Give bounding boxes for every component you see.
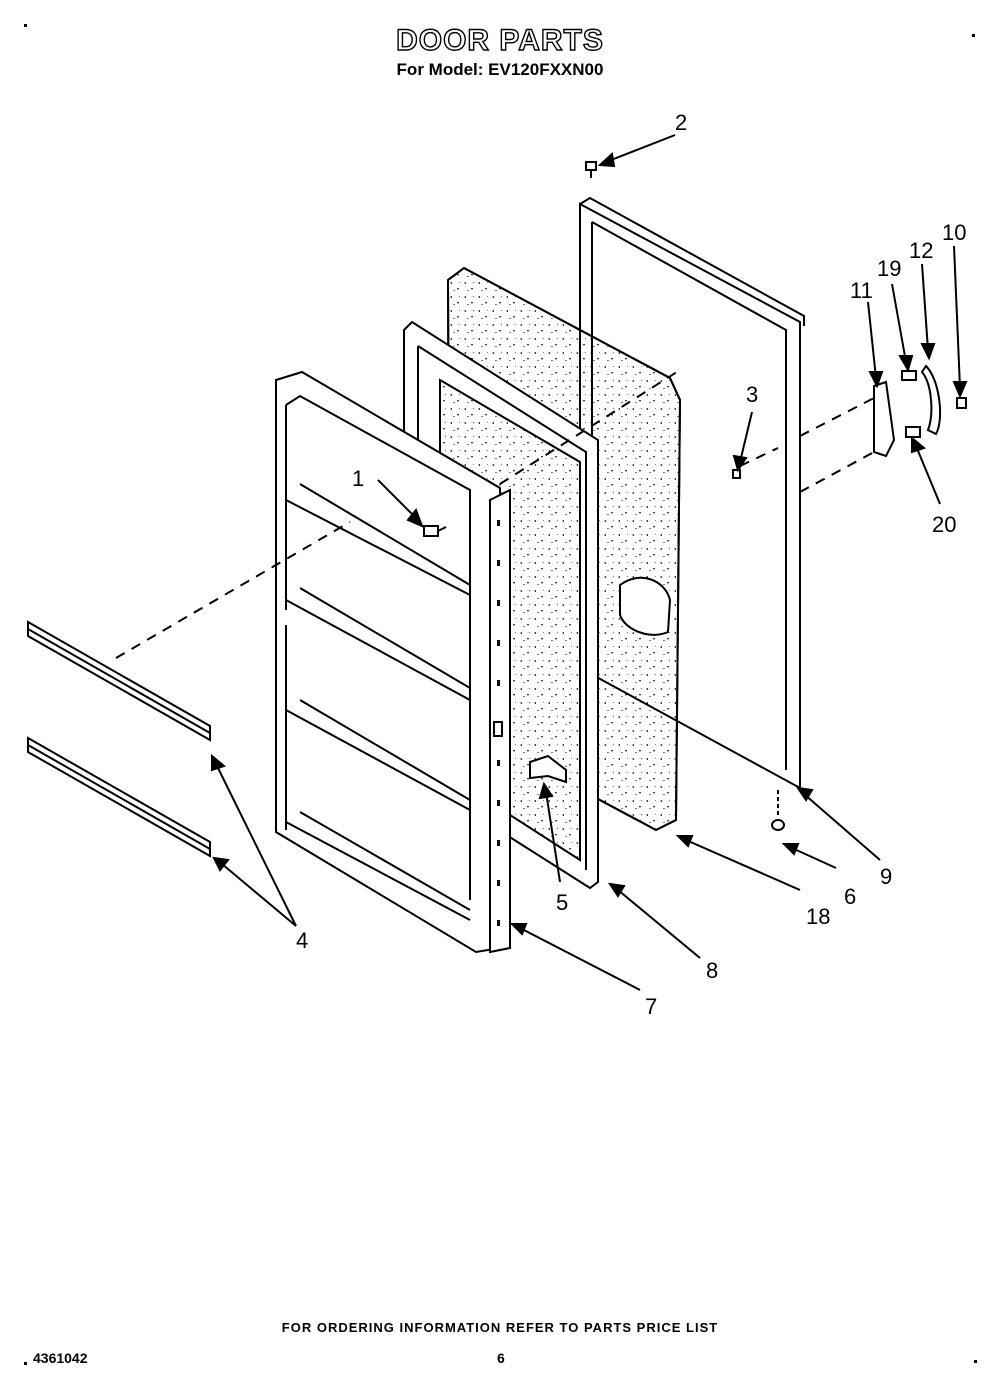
callout-8: 8 [706, 958, 718, 983]
bracket-part [529, 754, 567, 784]
plug-part [771, 790, 785, 831]
callout-10: 10 [942, 220, 966, 245]
callout-19: 19 [877, 256, 901, 281]
screw-part [423, 525, 447, 537]
callout-2: 2 [675, 110, 687, 135]
callout-labels: 2 1 3 4 5 7 8 18 6 9 11 19 12 10 20 [296, 110, 966, 1019]
corner-mark [974, 1360, 977, 1363]
model-subtitle: For Model: EV120FXXN00 [396, 60, 604, 79]
callout-5: 5 [556, 890, 568, 915]
callout-1: 1 [352, 466, 364, 491]
document-number: 4361042 [33, 1350, 88, 1366]
callout-3: 3 [746, 382, 758, 407]
page-title: DOOR PARTS [395, 23, 604, 57]
callout-6: 6 [844, 884, 856, 909]
callout-11: 11 [850, 278, 873, 303]
callout-4: 4 [296, 928, 308, 953]
door-liner [275, 370, 501, 954]
callout-18: 18 [806, 904, 830, 929]
callout-20: 20 [932, 512, 956, 537]
top-screw-part [585, 161, 597, 178]
corner-mark [24, 1362, 27, 1365]
hinge-assembly [873, 364, 967, 458]
assembly-lines [115, 369, 875, 659]
liner-edge-strip [489, 488, 511, 954]
callout-12: 12 [909, 238, 933, 263]
corner-mark [24, 24, 27, 27]
callout-9: 9 [880, 864, 892, 889]
callout-7: 7 [645, 994, 657, 1019]
ordering-note: FOR ORDERING INFORMATION REFER TO PARTS … [281, 1320, 719, 1335]
leader-arrows [211, 134, 968, 991]
clip-part [732, 469, 741, 479]
shelf-rails [27, 620, 211, 858]
page-number: 6 [497, 1350, 505, 1366]
corner-mark [972, 34, 975, 37]
